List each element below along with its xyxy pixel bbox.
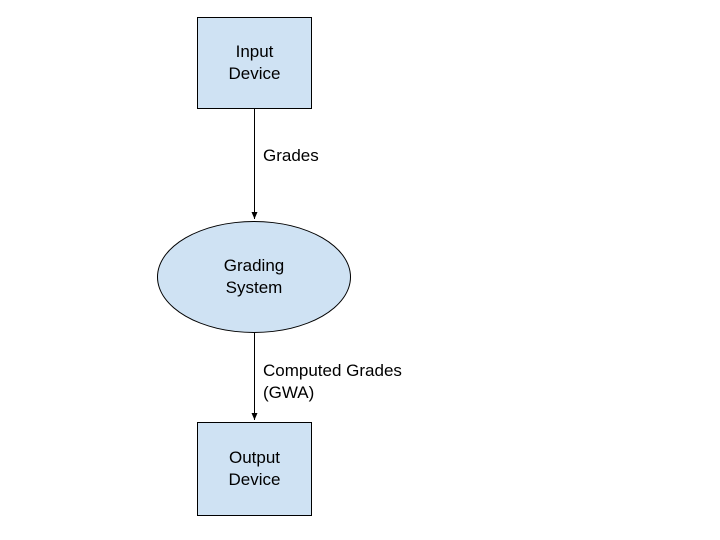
input-device-label: Input Device — [228, 42, 281, 83]
output-device-node[interactable]: Output Device — [197, 422, 312, 516]
edge-label-grades: Grades — [263, 146, 319, 165]
edge-label-computed-grades: Computed Grades (GWA) — [263, 361, 402, 402]
input-device-node[interactable]: Input Device — [197, 17, 312, 109]
grading-system-node[interactable]: Grading System — [157, 221, 351, 333]
output-device-label: Output Device — [228, 448, 281, 489]
grading-system-label: Grading System — [223, 256, 285, 297]
